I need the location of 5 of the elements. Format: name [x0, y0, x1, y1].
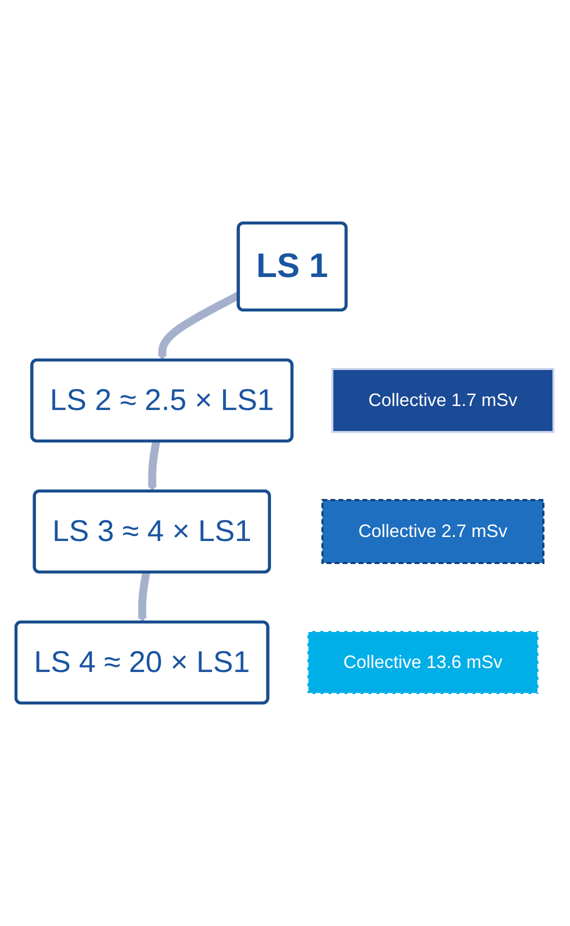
- arrow: [138, 572, 150, 623]
- node-box: Collective 1.7 mSv: [332, 368, 555, 433]
- node-box: Collective 2.7 mSv: [322, 499, 545, 564]
- node-box: Collective 13.6 mSv: [306, 630, 540, 695]
- arrow: [148, 440, 160, 492]
